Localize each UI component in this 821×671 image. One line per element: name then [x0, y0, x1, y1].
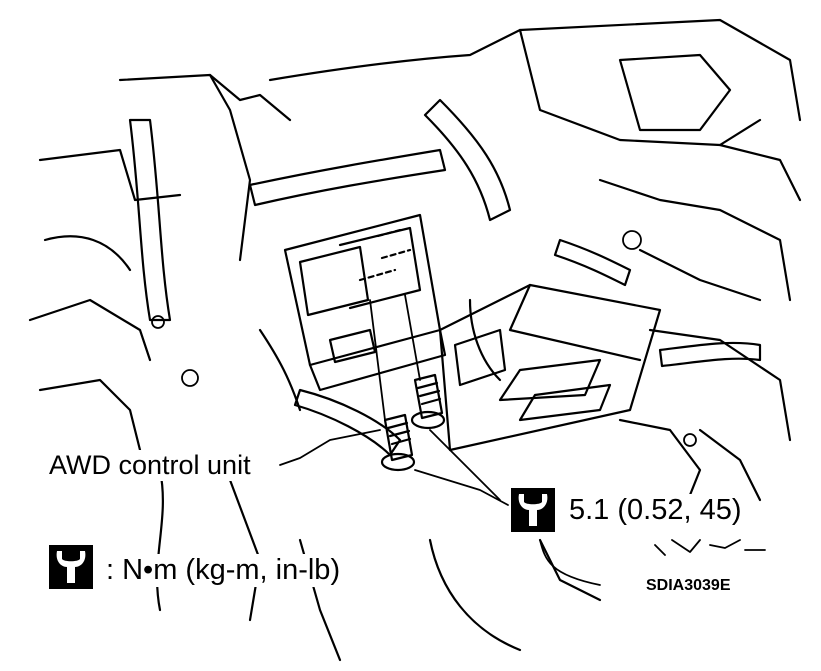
mounting-bolt-1	[380, 413, 416, 472]
wrench-icon	[511, 488, 555, 532]
misc-details	[151, 230, 766, 586]
figure-code: SDIA3039E	[646, 577, 731, 594]
mounting-bolt-2	[410, 373, 446, 430]
wrench-icon	[49, 545, 93, 589]
torque-spec-label: 5.1 (0.52, 45)	[567, 494, 744, 527]
awd-control-unit-label: AWD control unit	[45, 450, 255, 481]
leader-lines	[279, 294, 509, 506]
control-module-housing	[438, 283, 662, 452]
hoses	[128, 98, 762, 457]
torque-units-legend: : N•m (kg-m, in-lb)	[103, 554, 344, 587]
awd-control-unit	[283, 213, 447, 392]
